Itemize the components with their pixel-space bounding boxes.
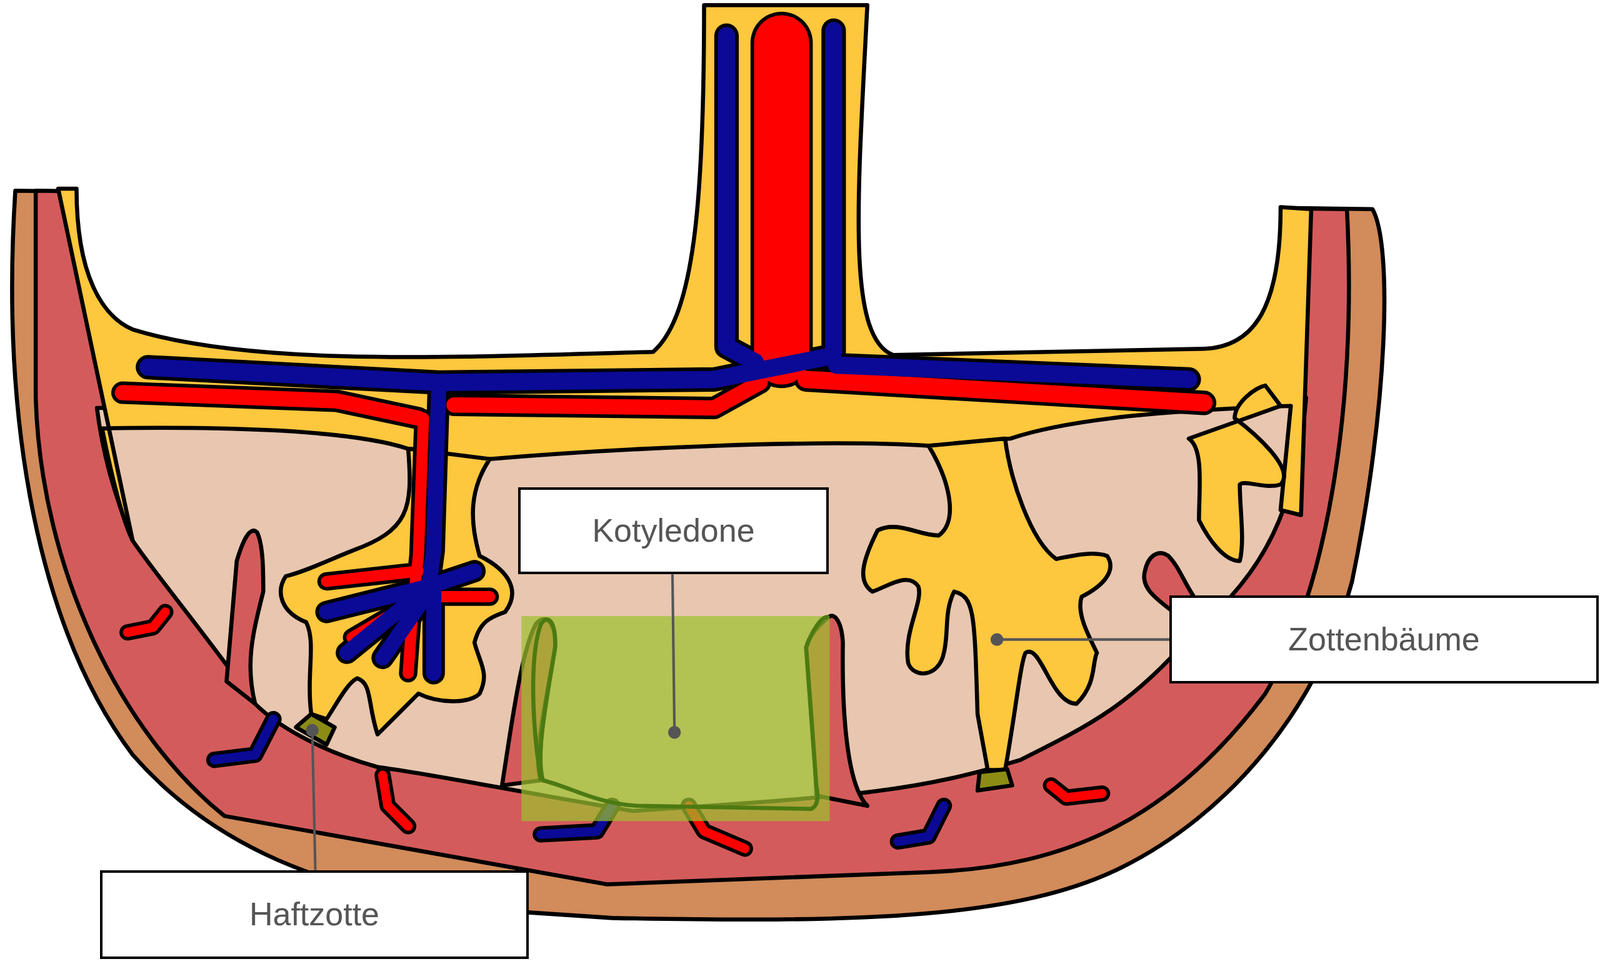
villous-tree	[863, 438, 1110, 771]
vessel-outline	[326, 387, 475, 674]
label-text: Zottenbäume	[1288, 621, 1480, 659]
umbilical-vein	[726, 35, 755, 362]
label-text: Kotyledone	[591, 512, 755, 550]
vein	[148, 356, 827, 383]
artery	[326, 418, 490, 674]
leader-dot	[669, 727, 680, 738]
vessel-outline	[122, 393, 419, 419]
tissue-layers	[11, 0, 1385, 920]
label-box: Zottenbäume	[1169, 595, 1599, 684]
anchoring-villus	[295, 714, 335, 745]
artery	[122, 393, 419, 419]
vein	[326, 387, 475, 674]
label-text: Haftzotte	[249, 896, 380, 934]
leader-dot	[306, 725, 317, 736]
vessel-outline	[821, 30, 846, 352]
umbilical-vein	[825, 30, 843, 352]
label-box: Kotyledone	[518, 487, 829, 575]
vessel-outline	[326, 418, 490, 674]
artery	[127, 612, 1102, 850]
vessels	[122, 30, 1205, 849]
leader-dot	[991, 634, 1002, 645]
vessel-outline	[127, 612, 1102, 850]
vein	[836, 365, 1189, 380]
umbilical-artery	[754, 43, 810, 358]
cotyledon-outline	[533, 616, 829, 809]
leader-line	[996, 638, 1170, 642]
leader-line	[312, 730, 316, 871]
leader-line	[672, 574, 675, 733]
leader-lines	[306, 574, 1170, 870]
vessel-outline	[726, 35, 755, 362]
vessel-outlines	[122, 30, 1205, 849]
placental-septum	[226, 530, 264, 704]
vessel-outline	[750, 43, 814, 358]
label-box: Haftzotte	[100, 870, 529, 960]
vessel-outline	[148, 356, 827, 383]
anchoring-villus	[977, 769, 1013, 791]
chorionic-plate	[58, 5, 1312, 541]
